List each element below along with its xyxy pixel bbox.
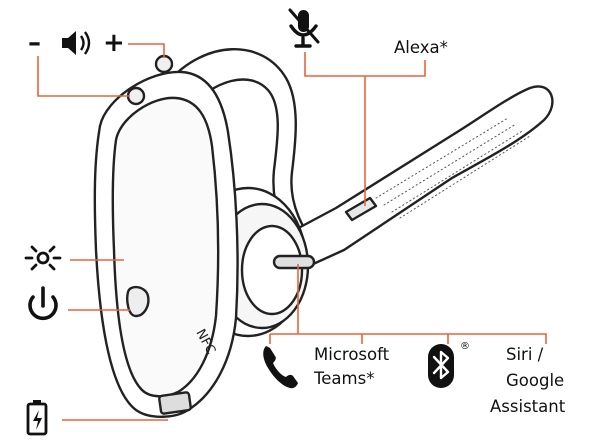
siri-label-line2: Google bbox=[506, 370, 564, 392]
battery-charging-icon bbox=[28, 400, 46, 434]
callout-call bbox=[270, 334, 546, 344]
bluetooth-icon bbox=[428, 344, 454, 388]
siri-label-line1: Siri / bbox=[506, 344, 543, 366]
registered-mark: ® bbox=[460, 336, 470, 358]
led-indicator-icon bbox=[26, 247, 60, 269]
callout-volume-minus bbox=[38, 56, 130, 96]
volume-minus-label: – bbox=[28, 30, 41, 56]
microsoft-teams-label-line2: Teams* bbox=[314, 368, 374, 390]
charging-port bbox=[159, 392, 191, 414]
phone-handset-icon bbox=[263, 346, 298, 388]
callout-volume-plus bbox=[128, 44, 164, 58]
power-switch bbox=[127, 287, 148, 316]
power-icon bbox=[30, 288, 56, 318]
callout-teams-tick bbox=[270, 334, 448, 344]
microphone-boom bbox=[276, 86, 552, 270]
siri-label-line3: Assistant bbox=[490, 396, 565, 418]
earbud-inner bbox=[242, 226, 302, 314]
microphone-muted-icon bbox=[290, 10, 318, 46]
volume-up-button bbox=[156, 56, 172, 72]
volume-down-button bbox=[128, 88, 144, 104]
microsoft-teams-label-line1: Microsoft bbox=[314, 344, 389, 366]
alexa-label: Alexa* bbox=[394, 37, 448, 59]
speaker-volume-icon bbox=[62, 31, 89, 55]
call-button bbox=[274, 256, 314, 268]
volume-plus-label: + bbox=[103, 30, 125, 56]
